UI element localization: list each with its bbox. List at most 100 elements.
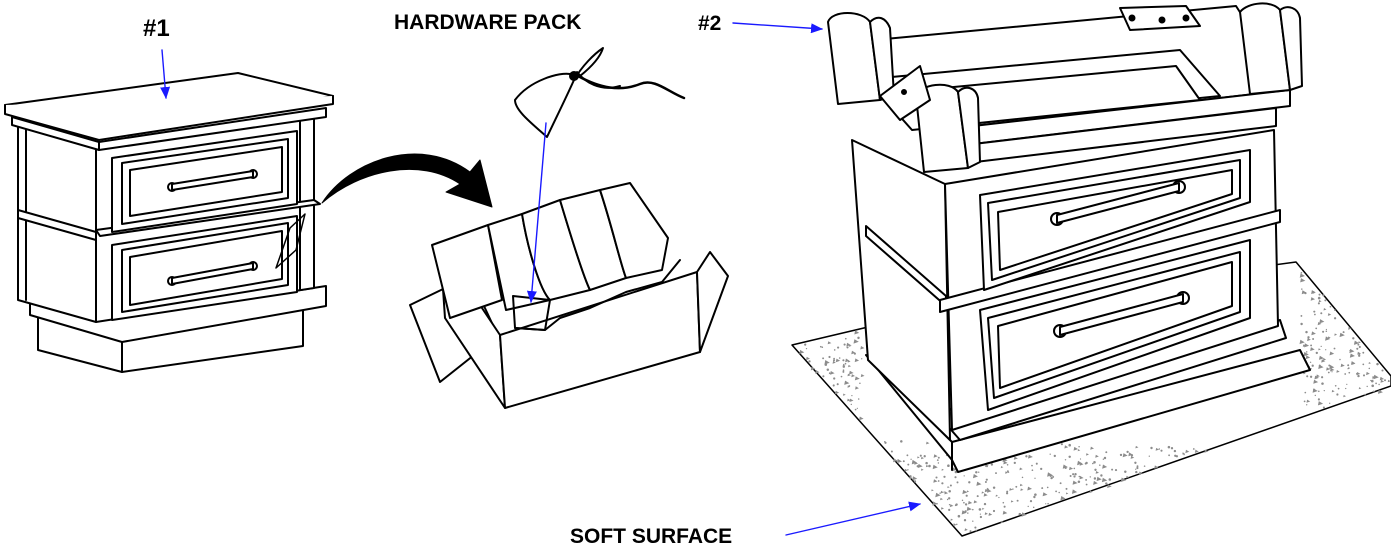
- speckle: [1102, 458, 1105, 460]
- speckle: [952, 467, 957, 472]
- speckle: [1072, 480, 1078, 485]
- speckle: [857, 398, 860, 400]
- speckle: [1372, 375, 1376, 379]
- speckle: [964, 528, 968, 531]
- speckle: [835, 358, 841, 363]
- speckle: [1126, 475, 1130, 479]
- speckle: [1323, 358, 1327, 361]
- speckle: [1042, 492, 1048, 497]
- speckle: [1002, 501, 1005, 504]
- leader-soft-surface: [785, 501, 921, 536]
- speckle: [963, 501, 965, 504]
- speckle: [937, 480, 940, 482]
- speckle: [913, 480, 917, 483]
- speckle: [1311, 364, 1314, 367]
- speckle: [1135, 470, 1138, 474]
- speckle: [1055, 490, 1058, 493]
- speckle: [1381, 369, 1384, 372]
- speckle: [1050, 476, 1053, 480]
- speckle: [1310, 347, 1315, 351]
- speckle: [1321, 359, 1326, 363]
- speckle: [1322, 330, 1325, 333]
- speckle: [1329, 364, 1335, 370]
- speckle: [992, 486, 996, 489]
- speckle: [920, 468, 924, 471]
- speckle: [1085, 478, 1088, 481]
- speckle: [1314, 394, 1316, 397]
- speckle: [1069, 474, 1072, 478]
- speckle: [1168, 454, 1170, 457]
- speckle: [1041, 487, 1044, 490]
- speckle: [1371, 384, 1374, 388]
- speckle: [1342, 331, 1345, 334]
- speckle: [937, 462, 940, 464]
- speckle: [982, 507, 985, 510]
- speckle: [966, 490, 970, 493]
- speckle: [1065, 487, 1068, 490]
- speckle: [1356, 347, 1359, 350]
- speckle: [837, 346, 840, 349]
- speckle: [1310, 344, 1313, 347]
- speckle: [925, 461, 928, 465]
- speckle: [1025, 455, 1028, 458]
- speckle: [810, 366, 816, 371]
- speckle: [1034, 477, 1036, 479]
- speckle: [828, 355, 831, 359]
- speckle: [1306, 399, 1311, 403]
- speckle: [860, 346, 865, 350]
- speckle: [854, 376, 860, 381]
- speckle: [1079, 458, 1082, 460]
- speckle: [1100, 474, 1103, 477]
- leader-unit-2: [732, 22, 823, 34]
- nightstand-2-corner-post-front-left: [915, 83, 981, 173]
- speckle: [940, 497, 943, 501]
- speckle: [1304, 391, 1307, 394]
- speckle: [1344, 373, 1347, 375]
- speckle: [1059, 482, 1062, 485]
- speckle: [1019, 467, 1023, 471]
- speckle: [1182, 452, 1186, 455]
- speckle: [1073, 446, 1079, 451]
- speckle: [1349, 348, 1355, 354]
- speckle: [1135, 468, 1137, 470]
- speckle: [1318, 364, 1324, 369]
- speckle: [1378, 383, 1380, 386]
- speckle: [1309, 361, 1312, 363]
- speckle: [1006, 490, 1009, 493]
- speckle: [833, 357, 835, 360]
- speckle: [969, 530, 972, 533]
- speckle: [847, 385, 851, 388]
- speckle: [909, 476, 912, 480]
- speckle: [1358, 345, 1361, 349]
- speckle: [943, 491, 945, 493]
- speckle: [1062, 464, 1068, 469]
- speckle: [859, 382, 861, 385]
- speckle: [808, 360, 811, 363]
- speckle: [940, 490, 944, 494]
- speckle: [1065, 492, 1069, 495]
- speckle: [1305, 344, 1307, 347]
- speckle: [976, 495, 979, 498]
- speckle: [1060, 443, 1063, 446]
- speckle: [964, 503, 968, 506]
- speckle: [961, 499, 964, 502]
- speckle: [1300, 314, 1303, 317]
- speckle: [1328, 364, 1331, 367]
- speckle: [1348, 371, 1351, 374]
- speckle: [1372, 390, 1376, 393]
- speckle: [1135, 445, 1139, 449]
- speckle: [832, 359, 836, 362]
- speckle: [1095, 454, 1099, 458]
- speckle: [972, 474, 978, 479]
- speckle: [799, 349, 805, 355]
- speckle: [1160, 449, 1163, 452]
- speckle: [933, 479, 938, 483]
- speckle: [948, 497, 951, 500]
- speckle: [1329, 305, 1332, 308]
- speckle: [851, 374, 855, 378]
- speckle: [967, 512, 969, 514]
- speckle: [856, 407, 858, 409]
- speckle: [1158, 448, 1161, 450]
